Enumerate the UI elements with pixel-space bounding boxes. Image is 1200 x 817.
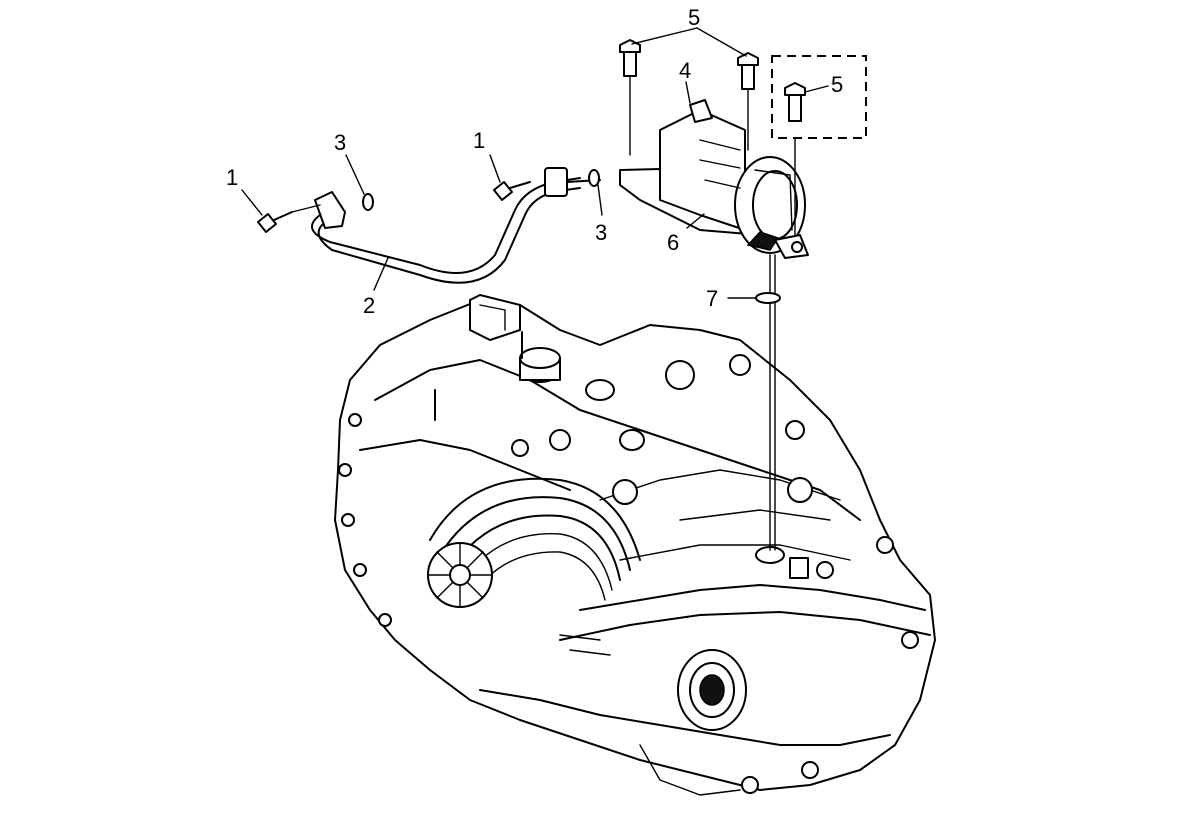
callout-6: 6 [667, 230, 679, 255]
callout-2: 2 [363, 293, 375, 318]
pump-motor-assembly [619, 99, 809, 259]
callout-7: 7 [706, 286, 718, 311]
callout-1-left: 1 [226, 165, 238, 190]
bolt-left [257, 204, 321, 233]
washer-left [362, 193, 374, 211]
callout-5-right: 5 [831, 72, 843, 97]
o-ring [755, 292, 781, 304]
callout-4: 4 [679, 58, 691, 83]
callout-3-left: 3 [334, 130, 346, 155]
callout-3-right: 3 [595, 220, 607, 245]
bolt-top-left [619, 39, 641, 156]
washer-right [588, 169, 600, 187]
leader-lines [241, 27, 829, 299]
callout-5-top: 5 [688, 5, 700, 30]
callout-1-center: 1 [473, 128, 485, 153]
cooler-pipe [311, 167, 601, 284]
transmission-housing [334, 294, 936, 796]
bolt-center [493, 181, 531, 201]
bolt-top-right [737, 52, 759, 151]
optional-bolt-box [771, 55, 867, 139]
